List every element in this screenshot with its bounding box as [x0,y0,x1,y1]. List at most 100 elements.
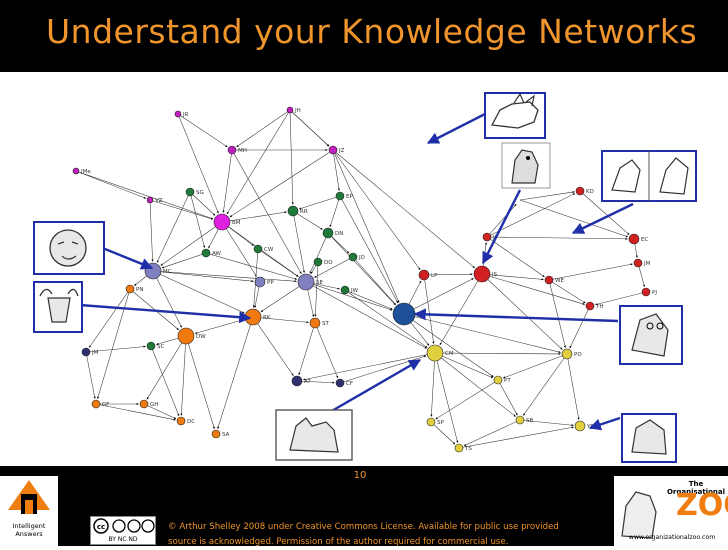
node-label-JR: JR [182,112,189,118]
edge-SG-BM [189,191,216,216]
node-PN [125,284,135,294]
edge-BM-RR [221,211,287,223]
node-label-KD: KD [586,189,594,195]
edge-WE-JMr [548,263,633,281]
edge-LP-CM [423,274,435,344]
node-label-JMr: JM [643,261,651,267]
edge-JP-WE [486,236,545,278]
node-label-AW: AW [212,251,221,257]
edge-EP-DN [329,195,341,228]
edge-VZ-MC [149,199,154,262]
node-label-CF: CF [346,381,353,387]
node-TH [585,301,595,311]
node-label-GH: GH [150,402,158,408]
node-label-DW: DW [196,334,206,340]
edge-JS-PT [403,313,494,378]
edge-DN-SE [309,232,329,274]
node-EC [628,233,640,245]
node-ST [309,317,321,329]
edge-RK-ST [252,316,309,324]
node-DO [313,257,323,267]
intelligent-answers-logo [0,476,58,546]
node-JMe [72,167,80,175]
node-label-JZ: JZ [338,148,345,154]
edge-JMe-VZ [75,170,147,199]
edge-LP-JSr [423,273,473,276]
edge-MH-BM [222,149,233,213]
edge-JR-MH [177,113,228,148]
node-label-DN: DN [335,231,343,237]
beast-icon [621,413,677,463]
edge-JP-LPr [486,203,517,238]
edge-PO-YB [566,353,580,420]
node-JS [392,302,416,326]
cc-badge-label: BY NC ND [108,536,138,543]
node-CW [253,244,263,254]
node-CM [426,344,444,362]
edge-SG-AW [189,191,206,248]
edge-PT-SP [435,379,499,420]
edge-SG-MC [156,191,191,263]
node-label-AT: AT [304,379,311,385]
edge-CM-AT [303,352,436,381]
edge-DW-SA [185,335,215,429]
edge-RR-SE [292,210,306,273]
edge-CM-TS [434,352,459,443]
node-JR [174,110,182,118]
edge-SE-RK [260,281,307,312]
node-CF [335,378,345,388]
edge-MC-RK [152,270,245,314]
edge-RR-DN [292,210,323,230]
edge-JSr-PO [481,273,563,350]
edge-JH-JZ [289,109,330,147]
node-JD [348,252,358,262]
arrow-cat [329,358,422,414]
node-label-SA: SA [222,432,230,438]
edge-SC-DC [150,345,180,417]
edge-JZ-LP [332,149,421,270]
node-label-EP: EP [346,194,353,200]
edge-AW-MC [161,252,207,269]
owl-icon [619,305,683,365]
creative-commons-icon: cc [93,518,155,534]
node-label-DO: DO [324,260,333,266]
edge-ST-AT [298,322,316,376]
edge-LPr-KD [519,191,575,201]
node-label-RR: RR [300,209,308,215]
network-edges [75,109,647,449]
arrow-eagle [481,189,522,265]
organisational-zoo-logo [614,476,728,546]
character-arrows [79,111,634,431]
cat-icon [275,409,353,461]
edge-JZ-JS [332,149,400,303]
edge-JSr-WE [481,273,544,281]
edge-EP-JS [339,195,399,304]
edge-JMc-GF [85,351,96,399]
node-VZ [146,196,154,204]
node-JMc [81,347,91,357]
intelligent-answers-label: Intelligent Answers [12,522,46,538]
node-label-JW: JW [350,288,359,294]
rhinoceros-icon [484,92,546,139]
node-label-MC: MC [163,269,172,275]
node-label-PP: PP [267,280,274,286]
license-text: © Arthur Shelley 2008 under Creative Com… [168,522,559,547]
node-label-WE: WE [555,278,564,284]
node-PJ [641,287,651,297]
node-AW [201,248,211,258]
svg-text:cc: cc [97,523,105,531]
node-SC [146,341,156,351]
node-label-CW: CW [264,247,274,253]
edge-JW-CM [344,289,428,348]
edge-CW-RK [252,248,259,308]
edge-ST-CF [314,322,339,379]
edge-MC-PP [152,270,254,283]
edge-JZ-EP [332,149,340,191]
node-label-JH: JH [294,108,301,114]
page-number: 10 [353,470,367,481]
edge-JS-PO [403,313,561,354]
edge-JD-SE [314,256,354,278]
edge-BM-MC [160,221,223,266]
node-label-ST: ST [322,321,329,327]
